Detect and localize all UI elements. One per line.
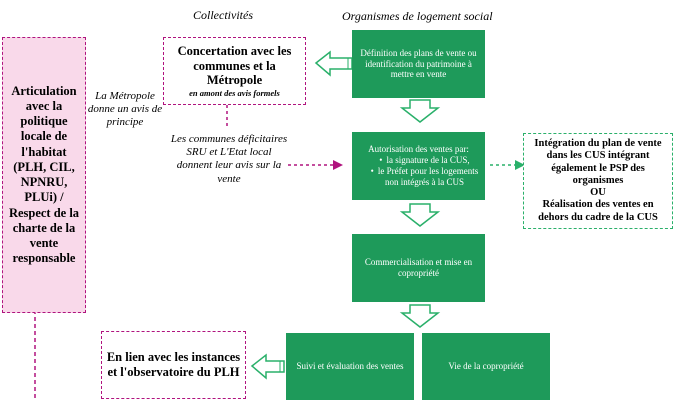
metropole-note: La Métropole donne un avis de principe bbox=[87, 90, 163, 129]
integration-box: Intégration du plan de vente dans les CU… bbox=[523, 133, 673, 229]
header-organismes: Organismes de logement social bbox=[342, 9, 493, 23]
step-autorisation-ventes: Autorisation des ventes par: la signatur… bbox=[352, 132, 485, 200]
left-panel-text: Articulation avec la politique locale de… bbox=[8, 83, 80, 266]
step-vie-copropriete: Vie de la copropriété bbox=[422, 333, 550, 400]
integration-line2: Réalisation des ventes en dehors du cadr… bbox=[538, 199, 658, 223]
step4a-text: Suivi et évaluation des ventes bbox=[296, 361, 404, 372]
step2-item-cus: la signature de la CUS, bbox=[370, 155, 479, 166]
communes-note: Les communes déficitaires SRU et L'Etat … bbox=[170, 133, 288, 185]
concertation-box: Concertation avec les communes et la Mét… bbox=[163, 37, 306, 105]
step-definition-plans: Définition des plans de vente ou identif… bbox=[352, 30, 485, 98]
step3-text: Commercialisation et mise en copropriété bbox=[364, 257, 473, 278]
arrow-left-to-plh bbox=[250, 353, 285, 380]
integration-or: OU bbox=[590, 187, 606, 199]
down-arrow-3 bbox=[399, 304, 441, 328]
step2-title: Autorisation des ventes par: bbox=[368, 144, 469, 155]
plh-box: En lien avec les instances et l'observat… bbox=[101, 331, 246, 399]
step-suivi-evaluation: Suivi et évaluation des ventes bbox=[286, 333, 414, 400]
step1-text: Définition des plans de vente ou identif… bbox=[360, 47, 477, 80]
header-collectivites: Collectivités bbox=[193, 8, 253, 22]
step2-item-prefet: le Préfet pour les logements non intégré… bbox=[370, 166, 479, 188]
communes-to-step2-arrowhead bbox=[333, 160, 343, 170]
arrow-left-to-concertation bbox=[314, 50, 353, 77]
down-arrow-2 bbox=[399, 203, 441, 227]
step2-to-integration-arrowhead bbox=[515, 160, 525, 170]
left-panel: Articulation avec la politique locale de… bbox=[2, 37, 86, 313]
step2-list: la signature de la CUS, le Préfet pour l… bbox=[358, 155, 479, 187]
plh-text: En lien avec les instances et l'observat… bbox=[106, 350, 241, 379]
down-arrow-1 bbox=[399, 99, 441, 123]
integration-line1: Intégration du plan de vente dans les CU… bbox=[534, 138, 662, 186]
step-commercialisation: Commercialisation et mise en copropriété bbox=[352, 234, 485, 302]
step4b-text: Vie de la copropriété bbox=[448, 361, 524, 372]
concertation-title: Concertation avec les communes et la Mét… bbox=[177, 44, 292, 88]
concertation-subtitle: en amont des avis formels bbox=[189, 87, 280, 98]
